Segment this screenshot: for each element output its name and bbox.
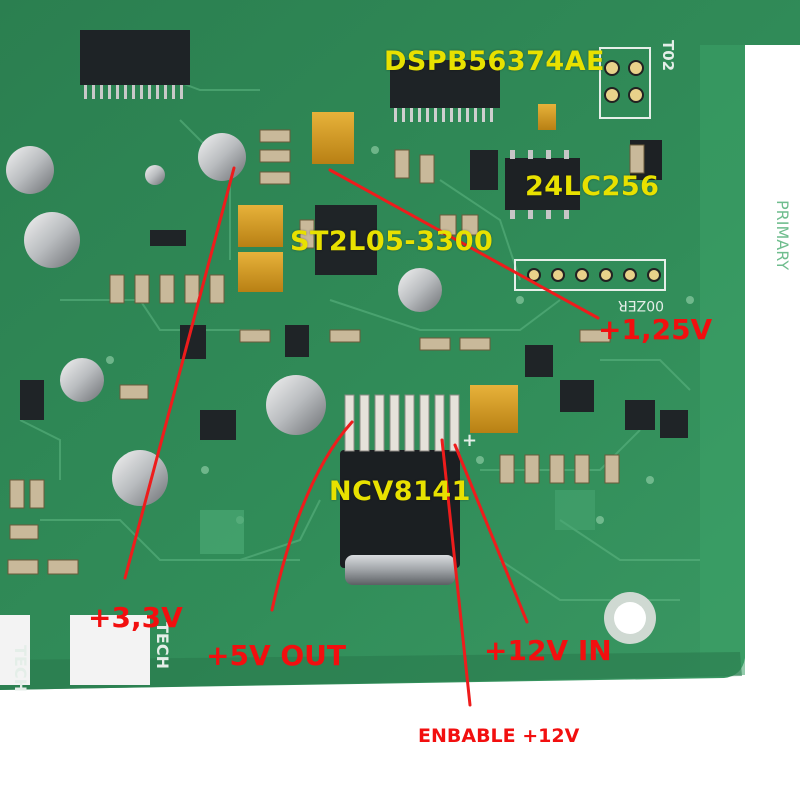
label-v33: +3,3V: [88, 601, 183, 634]
mounting-hole: [604, 592, 656, 644]
header-pads-top: [599, 47, 651, 119]
label-regulator: ST2L05-3300: [290, 226, 494, 257]
dsp-chip: [390, 60, 500, 122]
arrow-v33: [123, 166, 236, 580]
label-enable: ENBABLE +12V: [418, 725, 580, 747]
header-pads-mid: [514, 259, 666, 291]
silk-plus-mark: +: [462, 430, 478, 451]
arrow-enable: [440, 438, 472, 707]
ic-top-left: [80, 30, 190, 99]
label-dsp: DSPB56374AE: [384, 46, 605, 77]
arrow-v125: [328, 168, 600, 320]
label-v125: +1,25V: [598, 313, 713, 346]
arrow-v5out: [270, 420, 354, 612]
label-v5out: +5V OUT: [206, 639, 346, 672]
label-ldo: NCV8141: [329, 476, 471, 507]
label-v12in: +12V IN: [484, 634, 612, 667]
arrow-v12in: [453, 443, 529, 624]
tech-pads: [0, 615, 150, 685]
tantalum-capacitors: [238, 104, 556, 433]
label-eeprom: 24LC256: [525, 171, 660, 202]
electrolytic-capacitors: [6, 133, 442, 506]
